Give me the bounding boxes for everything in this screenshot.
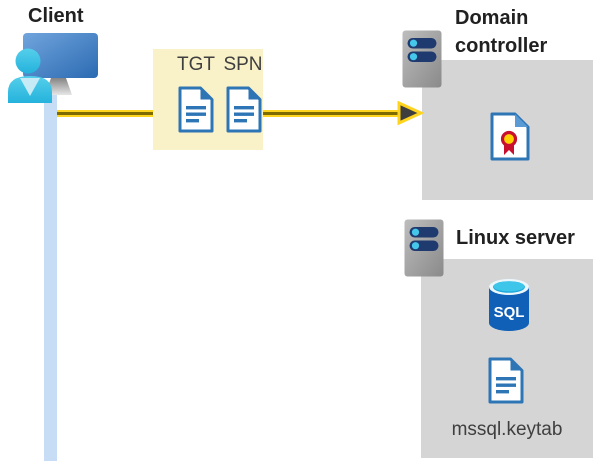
person-collar-shape xyxy=(20,78,40,96)
client-label: Client xyxy=(28,5,84,27)
linux-server-icon xyxy=(404,219,444,277)
client-computer-icon xyxy=(8,33,98,103)
spn-label: SPN xyxy=(223,54,263,75)
linux-server-label: Linux server xyxy=(456,227,575,249)
keytab-document-icon xyxy=(488,357,524,404)
domain-controller-label: Domain controller xyxy=(455,7,548,57)
tgt-label: TGT xyxy=(177,54,215,75)
client-timeline-line xyxy=(44,95,57,461)
sql-icon-text: SQL xyxy=(494,304,525,321)
keytab-file-label: mssql.keytab xyxy=(451,419,563,440)
spn-document-icon xyxy=(226,86,262,133)
auth-arrow-head-icon xyxy=(397,100,424,126)
sql-database-icon: SQL xyxy=(489,279,529,331)
certificate-icon xyxy=(490,112,530,161)
person-head-shape xyxy=(15,48,41,74)
tgt-document-icon xyxy=(178,86,214,133)
domain-controller-server-icon xyxy=(402,30,442,88)
monitor-shape xyxy=(23,33,98,78)
